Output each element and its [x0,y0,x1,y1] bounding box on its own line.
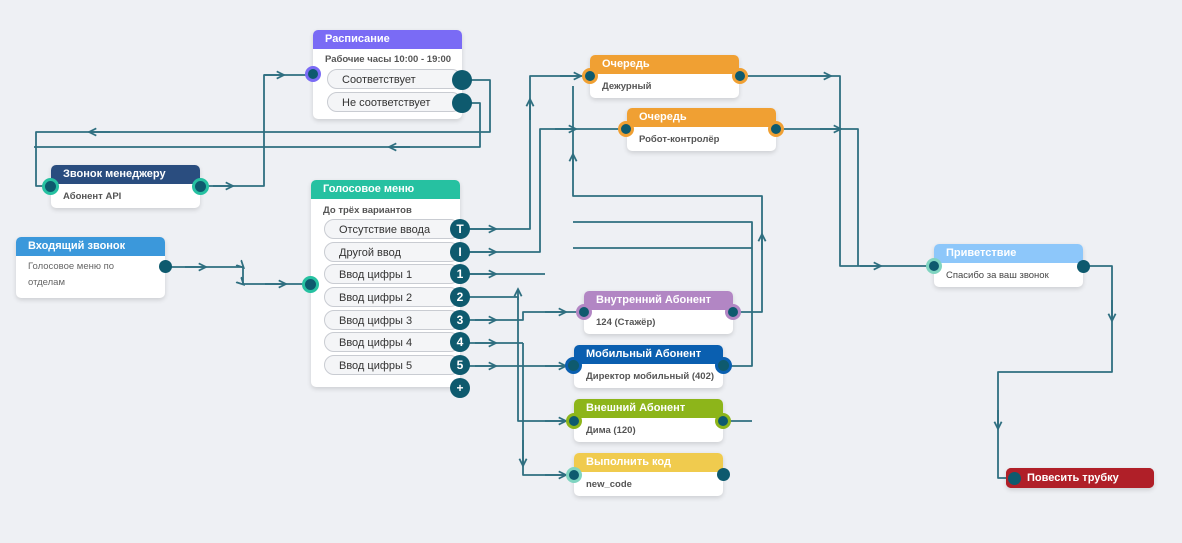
node-external-subscriber[interactable]: Внешний Абонент Дима (120) [574,399,723,442]
output-port[interactable] [717,468,730,481]
node-title: Внутренний Абонент [584,291,733,310]
schedule-option-match[interactable]: Соответствует [327,69,462,89]
node-internal-subscriber[interactable]: Внутренний Абонент 124 (Стажёр) [584,291,733,334]
output-port[interactable] [725,304,741,320]
node-title: Очередь [590,55,739,74]
wire-queue1-to-greeting [740,75,933,267]
port-badge-3[interactable]: 3 [450,310,470,330]
node-subtitle: Дежурный [602,81,652,92]
node-voice-menu[interactable]: Голосовое меню До трёх вариантов Отсутст… [311,180,460,387]
output-port[interactable] [192,178,209,195]
input-port[interactable] [582,68,598,84]
output-port-match[interactable] [452,70,472,90]
menu-option-other-input[interactable]: Другой ввод [324,242,460,262]
node-subtitle: Спасибо за ваш звонок [946,270,1049,281]
schedule-option-nomatch[interactable]: Не соответствует [327,92,462,112]
node-title: Приветствие [934,244,1083,263]
output-port[interactable] [715,413,731,429]
node-subtitle: Голосовое меню по отделам [28,261,115,288]
wire-menu-t-to-queue1 [460,75,590,230]
node-title: Входящий звонок [16,237,165,256]
node-subtitle: Директор мобильный (402) [586,371,715,382]
wire-manager-to-schedule [200,74,313,187]
node-title: Очередь [627,108,776,127]
input-port[interactable] [1008,472,1021,485]
node-subtitle: Дима (120) [586,425,636,436]
node-queue-robot[interactable]: Очередь Робот-контролёр [627,108,776,151]
wire-menu-3 [460,311,584,321]
menu-option-digit-5[interactable]: Ввод цифры 5 [324,355,460,375]
node-execute-code[interactable]: Выполнить код new_code [574,453,723,496]
node-subtitle: new_code [586,479,632,490]
node-title: Повесить трубку [1006,468,1154,488]
node-title: Выполнить код [574,453,723,472]
node-greeting[interactable]: Приветствие Спасибо за ваш звонок [934,244,1083,287]
output-port[interactable] [732,68,748,84]
port-badge-2[interactable]: 2 [450,287,470,307]
output-port[interactable] [1077,260,1090,273]
node-subtitle: До трёх вариантов [323,205,412,216]
output-port[interactable] [715,357,732,374]
menu-option-digit-3[interactable]: Ввод цифры 3 [324,310,460,330]
port-badge-i[interactable]: I [450,242,470,262]
port-badge-5[interactable]: 5 [450,355,470,375]
wire-greeting-to-hangup [997,265,1113,479]
input-port[interactable] [566,413,582,429]
node-title: Внешний Абонент [574,399,723,418]
node-hangup[interactable]: Повесить трубку [1006,468,1154,488]
output-port-nomatch[interactable] [452,93,472,113]
node-title: Расписание [313,30,462,49]
input-port[interactable] [305,66,321,82]
input-port[interactable] [302,276,319,293]
menu-option-digit-4[interactable]: Ввод цифры 4 [324,332,460,352]
wire-menu-2 [460,296,574,422]
node-manager-call[interactable]: Звонок менеджеру Абонент API [51,165,200,208]
menu-option-digit-1[interactable]: Ввод цифры 1 [324,264,460,284]
input-port[interactable] [565,357,582,374]
port-badge-4[interactable]: 4 [450,332,470,352]
output-port[interactable] [159,260,172,273]
node-incoming-call[interactable]: Входящий звонок Голосовое меню по отдела… [16,237,165,298]
wire-queue2-to-greeting [777,128,859,266]
node-subtitle: Абонент API [63,191,122,202]
menu-option-digit-2[interactable]: Ввод цифры 2 [324,287,460,307]
node-subtitle: Робот-контролёр [639,134,720,145]
port-badge-1[interactable]: 1 [450,264,470,284]
output-port[interactable] [768,121,784,137]
wire-mobile-out [573,221,753,367]
wire-schedule-match [35,79,491,187]
node-subtitle: Рабочие часы 10:00 - 19:00 [325,54,452,65]
menu-option-no-input[interactable]: Отсутствие ввода [324,219,460,239]
node-queue-duty[interactable]: Очередь Дежурный [590,55,739,98]
input-port[interactable] [42,178,59,195]
node-subtitle: 124 (Стажёр) [596,317,656,328]
node-title: Голосовое меню [311,180,460,199]
input-port[interactable] [576,304,592,320]
node-schedule[interactable]: Расписание Рабочие часы 10:00 - 19:00 Со… [313,30,462,119]
wire-menu-i-to-queue2 [460,128,626,253]
wire-incoming-to-menu [166,267,310,284]
node-title: Звонок менеджеру [51,165,200,184]
input-port[interactable] [618,121,634,137]
port-badge-t[interactable]: T [450,219,470,239]
node-title: Мобильный Абонент [574,345,723,364]
input-port[interactable] [926,258,942,274]
node-mobile-subscriber[interactable]: Мобильный Абонент Директор мобильный (40… [574,345,723,388]
add-option-button[interactable]: + [450,378,470,398]
input-port[interactable] [566,467,582,483]
